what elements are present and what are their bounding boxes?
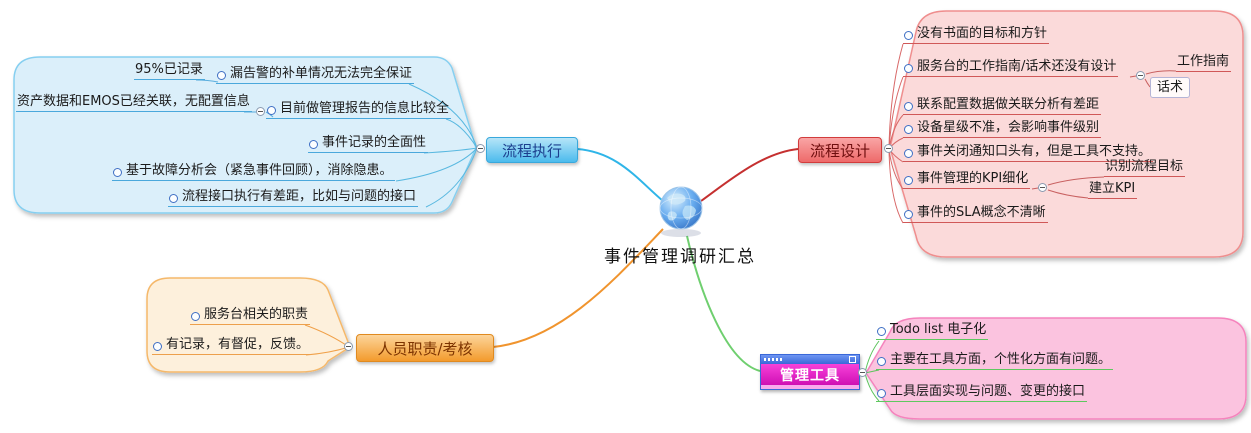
topic-text: 工具层面实现与问题、变更的接口 [890, 384, 1086, 399]
topic-item[interactable]: 目前做管理报告的信息比较全 [266, 101, 452, 119]
topic-item[interactable]: 服务台相关的职责 [190, 307, 311, 325]
topic-text: 基于故障分析会（紧急事件回顾），消除隐患。 [126, 163, 393, 178]
topic-text: 资产数据和EMOS已经关联，无配置信息 [17, 94, 250, 109]
topic-bullet-icon [904, 102, 913, 111]
topic-item[interactable]: 没有书面的目标和方针 [903, 26, 1050, 44]
collapse-icon[interactable] [884, 144, 893, 153]
topic-note[interactable]: 95%已记录 [134, 62, 205, 80]
topic-note[interactable]: 资产数据和EMOS已经关联，无配置信息 [16, 94, 252, 112]
collapse-icon[interactable] [256, 107, 265, 116]
topic-text: 漏告警的补单情况无法完全保证 [230, 66, 413, 81]
topic-text: 服务台的工作指南/话术还没有设计 [917, 59, 1117, 74]
topic-bullet-icon [904, 125, 913, 134]
fan-design [888, 43, 904, 224]
branch-label: 管理工具 [780, 367, 840, 384]
topic-text: 建立KPI [1089, 181, 1136, 196]
topic-bullet-icon [877, 389, 886, 398]
topic-subitem[interactable]: 识别流程目标 [1104, 159, 1186, 177]
topic-bullet-icon [877, 327, 886, 336]
topic-bullet-icon [904, 64, 913, 73]
branch-node-management-tools[interactable]: 管理工具 [760, 354, 860, 390]
topic-text: 联系配置数据做关联分析有差距 [917, 97, 1100, 112]
window-titlebar [761, 355, 859, 364]
window-icon [849, 356, 856, 363]
topic-subitem[interactable]: 建立KPI [1088, 181, 1138, 199]
topic-text: 事件记录的全面性 [322, 135, 427, 150]
topic-item[interactable]: 工具层面实现与问题、变更的接口 [876, 384, 1088, 402]
topic-text: Todo list 电子化 [890, 322, 987, 337]
topic-text: 事件关闭通知口头有，但是工具不支持。 [917, 144, 1152, 159]
topic-item[interactable]: 设备星级不准，会影响事件级别 [903, 120, 1102, 138]
connector-center-exec [576, 148, 664, 202]
topic-text: 目前做管理报告的信息比较全 [280, 101, 450, 116]
branch-label: 流程设计 [809, 141, 870, 160]
central-topic-label: 事件管理调研汇总 [604, 247, 756, 266]
collapse-icon[interactable] [858, 368, 867, 377]
topic-text: 事件管理的KPI细化 [917, 171, 1029, 186]
topic-bullet-icon [904, 31, 913, 40]
topic-text: 有记录，有督促，反馈。 [166, 337, 310, 352]
branch-node-process-design[interactable]: 流程设计 [798, 137, 882, 163]
topic-item[interactable]: 基于故障分析会（紧急事件回顾），消除隐患。 [112, 163, 395, 181]
topic-text: 事件的SLA概念不清晰 [917, 205, 1046, 220]
topic-item[interactable]: 事件记录的全面性 [308, 135, 429, 153]
topic-bullet-icon [267, 106, 276, 115]
topic-text: 主要在工具方面，个性化方面有问题。 [890, 352, 1112, 367]
collapse-icon[interactable] [1136, 71, 1145, 80]
globe-icon [659, 186, 703, 230]
collapse-icon[interactable] [1038, 183, 1047, 192]
topic-subitem[interactable]: 工作指南 [1176, 54, 1232, 72]
blob-staff [146, 277, 351, 373]
topic-bullet-icon [169, 194, 178, 203]
topic-bullet-icon [904, 176, 913, 185]
topic-bullet-icon [113, 168, 122, 177]
topic-bullet-icon [309, 140, 318, 149]
topic-item[interactable]: 漏告警的补单情况无法完全保证 [216, 66, 415, 84]
topic-text: 识别流程目标 [1105, 159, 1184, 174]
collapse-icon[interactable] [344, 342, 353, 351]
central-topic[interactable] [657, 184, 705, 236]
topic-text: 95%已记录 [135, 62, 203, 77]
topic-item[interactable]: 流程接口执行有差距，比如与问题的接口 [168, 189, 419, 207]
topic-item[interactable]: 事件的SLA概念不清晰 [903, 205, 1048, 223]
window-footer [761, 385, 859, 389]
branch-node-process-execution[interactable]: 流程执行 [486, 137, 578, 163]
topic-text: 流程接口执行有差距，比如与问题的接口 [182, 189, 417, 204]
topic-item[interactable]: Todo list 电子化 [876, 322, 989, 340]
connector-center-design [700, 148, 799, 202]
branch-label: 人员职责/考核 [377, 339, 473, 358]
topic-bullet-icon [153, 342, 162, 351]
topic-text: 话术 [1157, 80, 1184, 95]
collapse-icon[interactable] [476, 144, 485, 153]
topic-item[interactable]: 事件管理的KPI细化 [903, 171, 1031, 189]
branch-label: 流程执行 [501, 141, 562, 160]
topic-subitem-boxed[interactable]: 话术 [1150, 77, 1191, 98]
topic-item[interactable]: 联系配置数据做关联分析有差距 [903, 97, 1102, 115]
topic-bullet-icon [904, 149, 913, 158]
topic-item[interactable]: 有记录，有督促，反馈。 [152, 337, 312, 355]
titlebar-dots-icon [764, 358, 782, 361]
topic-text: 设备星级不准，会影响事件级别 [917, 120, 1100, 135]
topic-bullet-icon [904, 210, 913, 219]
fan-staff [304, 324, 350, 356]
topic-text: 服务台相关的职责 [204, 307, 309, 322]
topic-bullet-icon [217, 71, 226, 80]
topic-text: 没有书面的目标和方针 [917, 26, 1048, 41]
branch-node-staff[interactable]: 人员职责/考核 [356, 334, 494, 362]
topic-item[interactable]: 主要在工具方面，个性化方面有问题。 [876, 352, 1114, 370]
topic-bullet-icon [877, 357, 886, 366]
topic-item[interactable]: 服务台的工作指南/话术还没有设计 [903, 59, 1119, 77]
topic-item[interactable]: 事件关闭通知口头有，但是工具不支持。 [903, 144, 1154, 162]
topic-text: 工作指南 [1177, 54, 1230, 69]
topic-bullet-icon [191, 312, 200, 321]
